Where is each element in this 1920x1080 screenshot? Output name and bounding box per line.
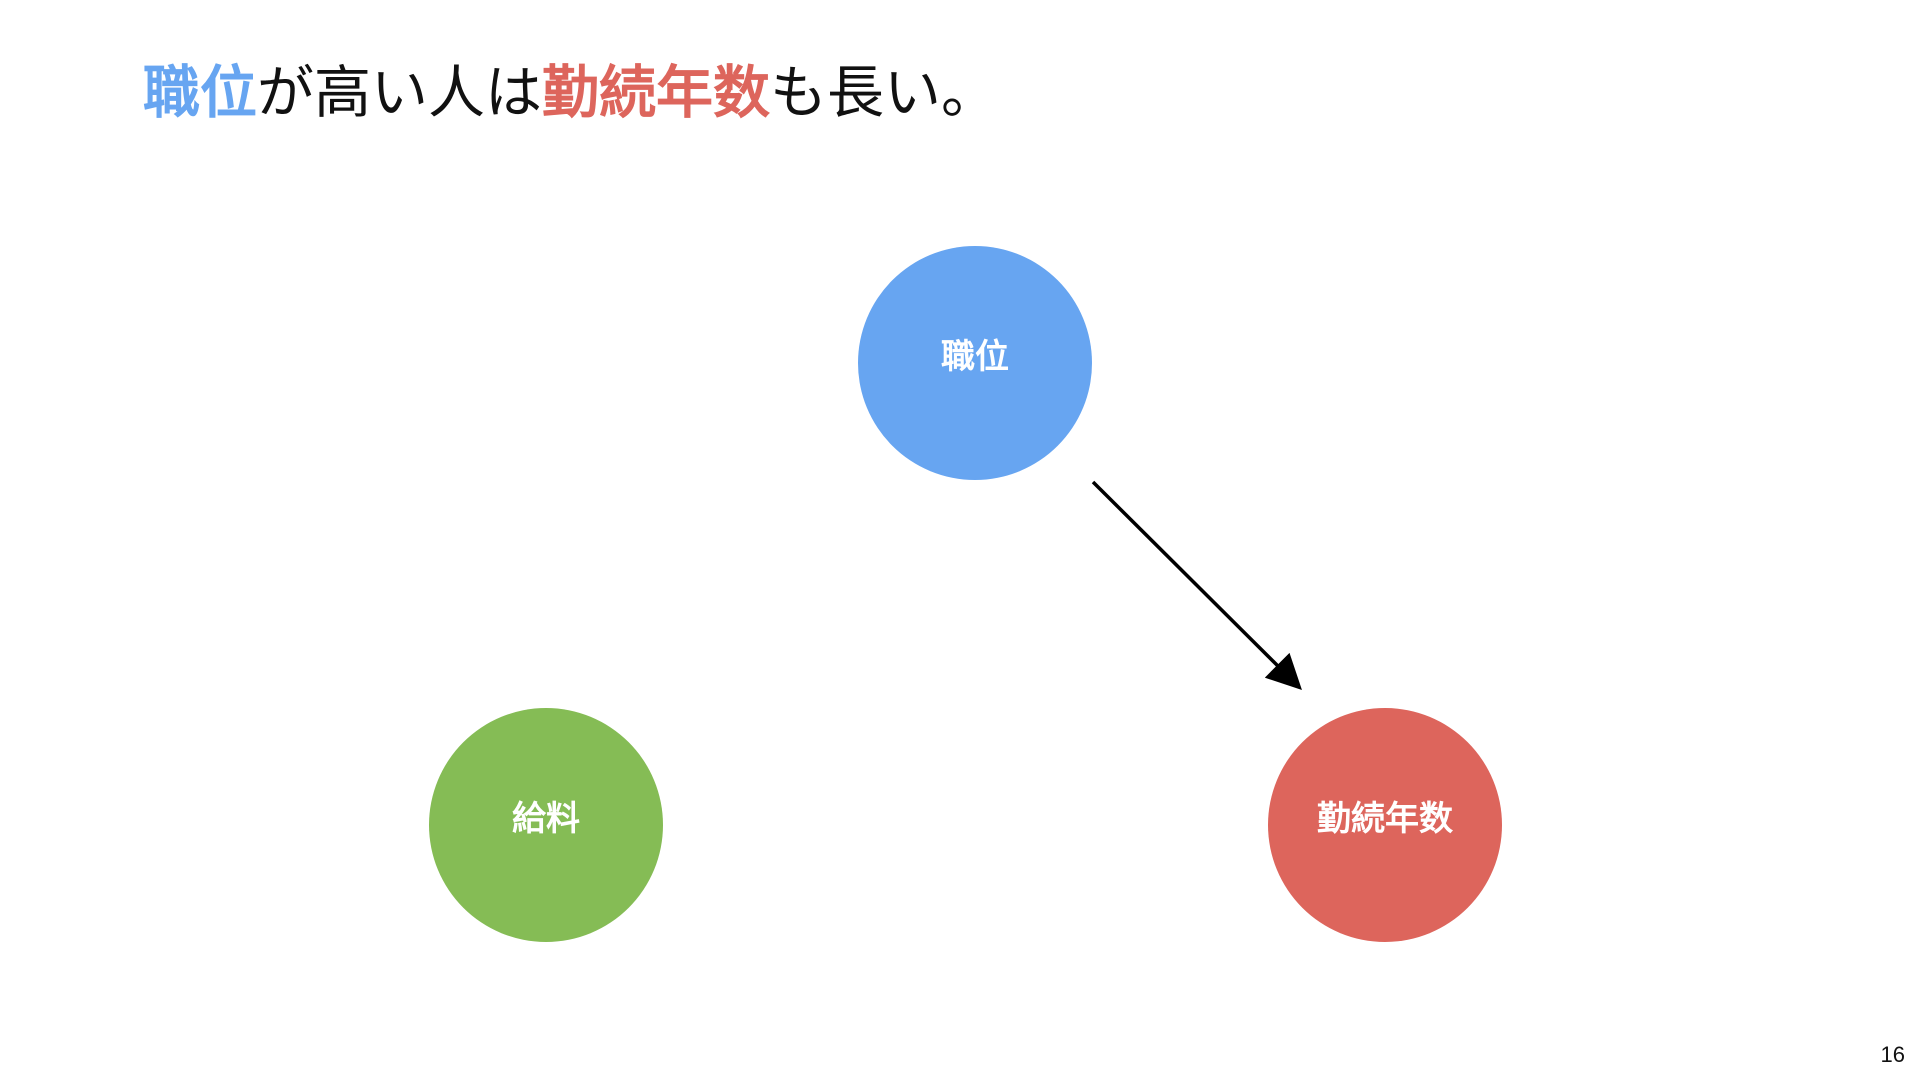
slide-title: 職位が高い人は勤続年数も長い。	[143, 56, 998, 130]
node-position: 職位	[858, 246, 1092, 480]
edge-arrow-position-to-tenure	[1091, 480, 1302, 690]
node-tenure-label: 勤続年数	[1317, 799, 1453, 839]
node-salary: 給料	[429, 708, 663, 942]
title-highlight-tenure: 勤続年数	[542, 60, 770, 126]
page-number: 16	[1880, 1042, 1905, 1067]
node-position-label: 職位	[941, 337, 1009, 377]
title-text-ending: も長い。	[770, 60, 998, 126]
node-tenure: 勤続年数	[1268, 708, 1502, 942]
node-salary-label: 給料	[512, 799, 580, 839]
title-text-connector: が高い人は	[257, 60, 542, 126]
title-highlight-position: 職位	[143, 60, 257, 126]
